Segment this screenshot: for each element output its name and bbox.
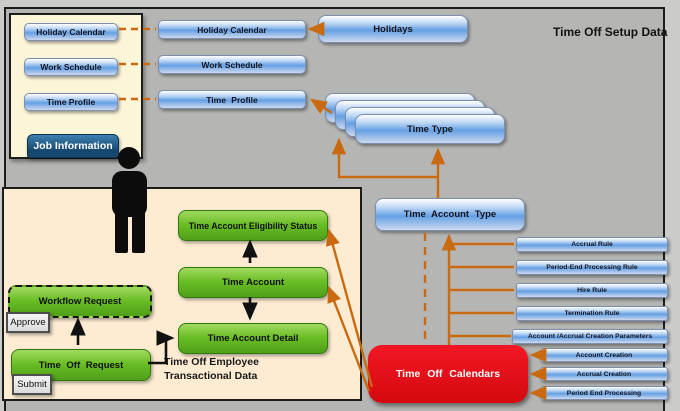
work-schedule-box[interactable]: Work Schedule (158, 55, 306, 74)
account-creation-box[interactable]: Account Creation (540, 348, 668, 362)
person-icon (112, 147, 147, 253)
accrual-rule-box[interactable]: Accrual Rule (516, 237, 668, 252)
workflow-request-box[interactable]: Workflow Request (8, 285, 152, 318)
holidays-box[interactable]: Holidays (318, 15, 468, 43)
period-end-processing-rule-box[interactable]: Period-End Processing Rule (516, 260, 668, 275)
caption-line-2: Transactional Data (164, 370, 258, 383)
time-account-box[interactable]: Time Account (178, 267, 328, 298)
panel-holiday-calendar-button[interactable]: Holiday Calendar (24, 23, 118, 41)
diagram-title: Time Off Setup Data (553, 25, 668, 39)
panel-work-schedule-button[interactable]: Work Schedule (24, 58, 118, 76)
job-information-panel: Holiday Calendar Work Schedule Time Prof… (9, 13, 143, 159)
job-information-tab[interactable]: Job Information (27, 134, 119, 158)
period-end-processing-box[interactable]: Period End Processing (540, 386, 668, 400)
time-account-eligibility-status-box[interactable]: Time Account Eligibility Status (178, 210, 328, 241)
caption-line-1: Time Off Employee (164, 356, 259, 368)
holiday-calendar-box[interactable]: Holiday Calendar (158, 20, 306, 39)
submit-button[interactable]: Submit (12, 374, 52, 395)
time-account-detail-box[interactable]: Time Account Detail (178, 323, 328, 354)
time-profile-box[interactable]: Time Profile (158, 90, 306, 109)
hire-rule-box[interactable]: Hire Rule (516, 283, 668, 298)
approve-button[interactable]: Approve (6, 312, 50, 333)
time-type-box[interactable]: Time Type (355, 114, 505, 144)
accrual-creation-box[interactable]: Accrual Creation (540, 367, 668, 381)
termination-rule-box[interactable]: Termination Rule (516, 306, 668, 321)
transactional-data-panel: Time Account Eligibility Status Time Acc… (2, 187, 362, 401)
time-account-type-box[interactable]: Time Account Type (375, 198, 525, 231)
account-accrual-creation-parameters-box[interactable]: Account /Accrual Creation Parameters (512, 329, 668, 344)
panel-time-profile-button[interactable]: Time Profile (24, 93, 118, 111)
transactional-data-caption: Time Off Employee Transactional Data (164, 355, 334, 383)
time-off-calendars-box[interactable]: Time Off Calendars (368, 345, 528, 403)
